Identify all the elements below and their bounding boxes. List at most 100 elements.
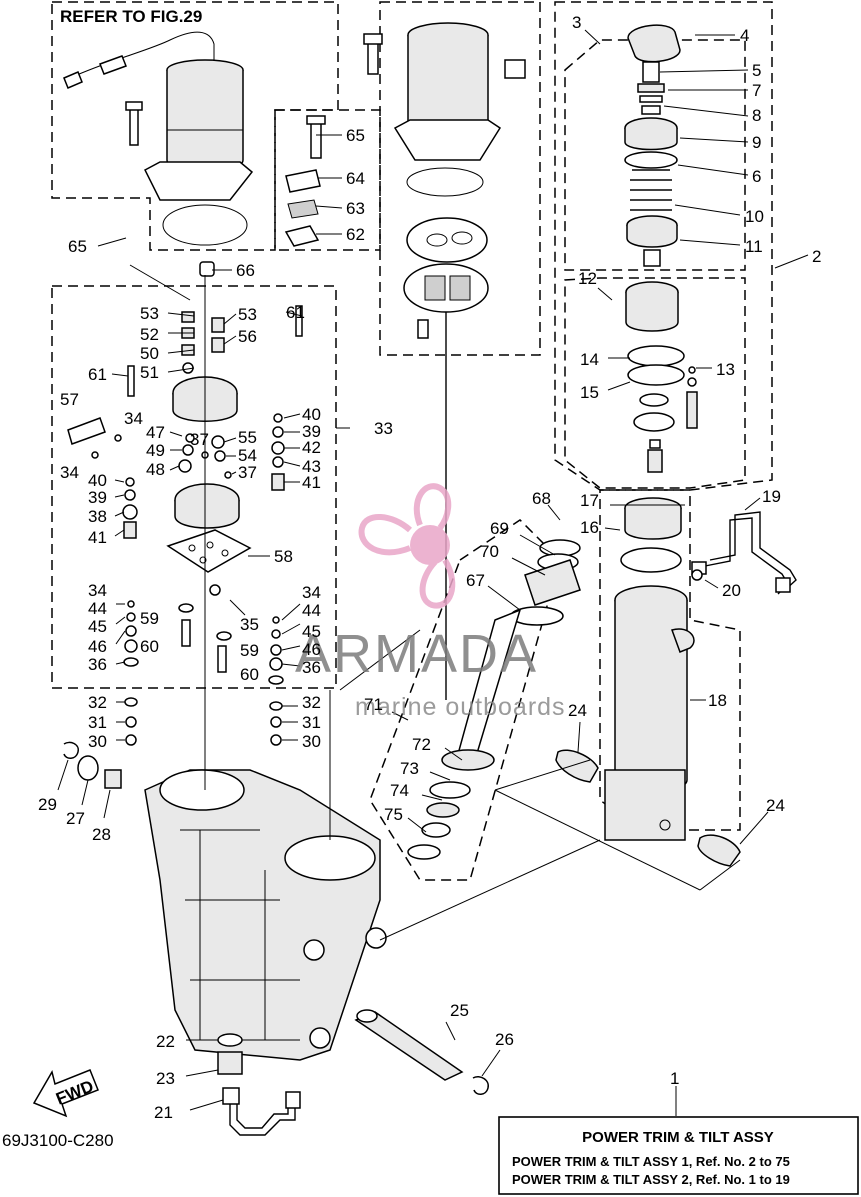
callout-1: 1 bbox=[670, 1069, 679, 1088]
callout-30a: 30 bbox=[88, 732, 107, 751]
callout-4: 4 bbox=[740, 26, 749, 45]
reservoir-gasket bbox=[406, 217, 488, 263]
callout-29: 29 bbox=[38, 795, 57, 814]
callout-33: 33 bbox=[374, 419, 393, 438]
callout-65b: 65 bbox=[68, 237, 87, 256]
callout-37b: 37 bbox=[238, 463, 257, 482]
callout-17: 17 bbox=[580, 491, 599, 510]
callout-35: 35 bbox=[240, 615, 259, 634]
callout-13: 13 bbox=[716, 360, 735, 379]
callout-14: 14 bbox=[580, 350, 599, 369]
motor-reference-boundary bbox=[51, 1, 339, 251]
callout-45b: 45 bbox=[302, 622, 321, 641]
valve-body-group-boundary bbox=[51, 285, 337, 689]
callout-37a: 37 bbox=[190, 430, 209, 449]
valve-cover-group-boundary bbox=[274, 109, 381, 251]
callout-labels: 1 2 3 4 5 6 7 8 9 10 11 12 13 14 15 16 1… bbox=[38, 13, 821, 1122]
callout-56: 56 bbox=[238, 327, 257, 346]
callout-68: 68 bbox=[532, 489, 551, 508]
callout-31b: 31 bbox=[302, 713, 321, 732]
callout-44a: 44 bbox=[88, 599, 107, 618]
callout-58: 58 bbox=[274, 547, 293, 566]
callout-40a: 40 bbox=[302, 405, 321, 424]
callout-31a: 31 bbox=[88, 713, 107, 732]
valve-small-parts bbox=[67, 261, 303, 746]
callout-38: 38 bbox=[88, 507, 107, 526]
callout-60b: 60 bbox=[240, 665, 259, 684]
callout-69: 69 bbox=[490, 519, 509, 538]
callout-11: 11 bbox=[745, 237, 763, 256]
callout-15: 15 bbox=[580, 383, 599, 402]
refer-note: REFER TO FIG.29 bbox=[60, 7, 202, 26]
callout-61b: 61 bbox=[286, 303, 305, 322]
callout-24a: 24 bbox=[568, 701, 587, 720]
armada-watermark: ARMADA marine outboards bbox=[295, 483, 565, 721]
callout-73: 73 bbox=[400, 759, 419, 778]
callout-63: 63 bbox=[346, 199, 365, 218]
tilt-motor bbox=[63, 31, 254, 246]
callout-8: 8 bbox=[752, 106, 761, 125]
title-block: POWER TRIM & TILT ASSY POWER TRIM & TILT… bbox=[498, 1116, 859, 1195]
leader-lines bbox=[57, 29, 809, 1116]
piston-group-boundary bbox=[564, 277, 746, 489]
tilt-rod-group-boundary bbox=[564, 39, 746, 271]
callout-43: 43 bbox=[302, 457, 321, 476]
propeller-hub bbox=[410, 525, 450, 565]
callout-66: 66 bbox=[236, 261, 255, 280]
tilt-rod-assembly bbox=[624, 24, 681, 267]
callout-36a: 36 bbox=[88, 655, 107, 674]
bushings-24 bbox=[555, 749, 741, 867]
callout-34b: 34 bbox=[60, 463, 79, 482]
callout-44b: 44 bbox=[302, 601, 321, 620]
callout-3: 3 bbox=[572, 13, 581, 32]
hose-pipe-19 bbox=[691, 511, 797, 595]
callout-45a: 45 bbox=[88, 617, 107, 636]
callout-34d: 34 bbox=[302, 583, 321, 602]
callout-28: 28 bbox=[92, 825, 111, 844]
propeller-logo bbox=[358, 483, 456, 609]
callout-18: 18 bbox=[708, 691, 727, 710]
callout-32b: 32 bbox=[302, 693, 321, 712]
callout-32a: 32 bbox=[88, 693, 107, 712]
lower-small-parts bbox=[63, 741, 489, 1136]
callout-12: 12 bbox=[578, 269, 597, 288]
callout-19: 19 bbox=[762, 487, 781, 506]
callout-53a: 53 bbox=[140, 304, 159, 323]
callout-39a: 39 bbox=[302, 422, 321, 441]
callout-5: 5 bbox=[752, 61, 761, 80]
manifold-bracket bbox=[144, 769, 387, 1061]
callout-51: 51 bbox=[140, 363, 159, 382]
propeller-blade-top bbox=[413, 483, 452, 530]
callout-36b: 36 bbox=[302, 658, 321, 677]
callout-53b: 53 bbox=[238, 305, 257, 324]
callout-7: 7 bbox=[752, 81, 761, 100]
fwd-label: FWD bbox=[53, 1076, 96, 1108]
callout-21: 21 bbox=[154, 1103, 173, 1122]
forward-direction-arrow: FWD bbox=[32, 1069, 99, 1118]
callout-55: 55 bbox=[238, 428, 257, 447]
title-block-title: POWER TRIM & TILT ASSY bbox=[582, 1129, 774, 1146]
diagram-code: 69J3100-C280 bbox=[2, 1131, 114, 1150]
callout-52: 52 bbox=[140, 325, 159, 344]
callout-2: 2 bbox=[812, 247, 821, 266]
propeller-blade-right bbox=[419, 558, 456, 609]
reservoir-tank bbox=[363, 22, 526, 197]
tilt-cylinder bbox=[604, 497, 695, 841]
callout-16: 16 bbox=[580, 518, 599, 537]
callout-20: 20 bbox=[722, 581, 741, 600]
callout-54: 54 bbox=[238, 446, 257, 465]
callout-46a: 46 bbox=[88, 637, 107, 656]
callout-70: 70 bbox=[480, 542, 499, 561]
callout-39b: 39 bbox=[88, 488, 107, 507]
callout-65a: 65 bbox=[346, 126, 365, 145]
callout-47: 47 bbox=[146, 423, 165, 442]
callout-23: 23 bbox=[156, 1069, 175, 1088]
callout-64: 64 bbox=[346, 169, 365, 188]
callout-61a: 61 bbox=[88, 365, 107, 384]
reservoir-filter-plate bbox=[403, 263, 489, 339]
callout-24b: 24 bbox=[766, 796, 785, 815]
callout-50: 50 bbox=[140, 344, 159, 363]
callout-26: 26 bbox=[495, 1030, 514, 1049]
callout-41a: 41 bbox=[302, 473, 321, 492]
